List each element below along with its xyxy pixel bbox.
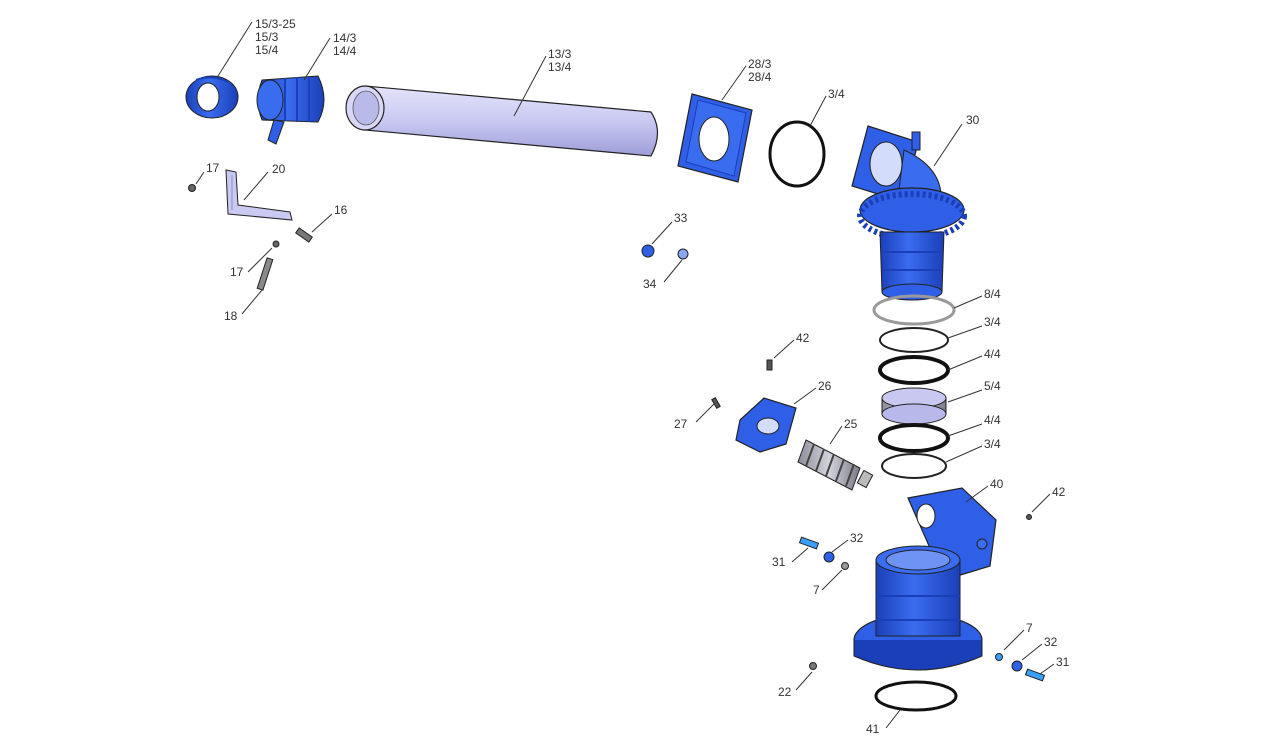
label-26: 26 [818, 379, 832, 393]
part-labels: 15/3-25 15/3 15/4 14/3 14/4 13/3 13/4 28… [206, 17, 1070, 736]
label-13-1: 13/3 [548, 47, 572, 61]
fastener-31-b [1024, 668, 1046, 682]
ring-stack [872, 294, 956, 479]
label-22: 22 [778, 685, 792, 699]
part-14-bellows [256, 75, 325, 145]
label-5-4: 5/4 [984, 379, 1001, 393]
label-30: 30 [966, 113, 980, 127]
label-14-2: 14/4 [333, 44, 357, 58]
label-32-b: 32 [1044, 635, 1058, 649]
label-7-a: 7 [813, 583, 820, 597]
label-20: 20 [272, 162, 286, 176]
label-3-top: 3/4 [828, 87, 845, 101]
fastener-42-a [766, 359, 773, 371]
label-28-2: 28/4 [748, 70, 772, 84]
label-15-2: 15/3 [255, 30, 279, 44]
part-41-oring [874, 680, 958, 712]
label-13-2: 13/4 [548, 60, 572, 74]
label-15-3: 15/4 [255, 43, 279, 57]
label-31-b: 31 [1056, 655, 1070, 669]
label-3-4-a: 3/4 [984, 315, 1001, 329]
part-20-bracket [225, 169, 293, 221]
label-14-1: 14/3 [333, 31, 357, 45]
ring-3-4-b [881, 453, 947, 479]
ring-5-4 [881, 387, 947, 425]
fastener-22 [809, 662, 817, 670]
label-7-b: 7 [1026, 621, 1033, 635]
part-13-tube [345, 85, 659, 157]
label-31-a: 31 [772, 555, 786, 569]
label-16: 16 [334, 203, 348, 217]
ring-4-4-a [878, 355, 950, 385]
label-25: 25 [844, 417, 858, 431]
label-17-b: 17 [230, 265, 244, 279]
part-26-flange [735, 397, 797, 453]
ring-4-4-b [878, 423, 950, 453]
part-3-oring-top [768, 120, 826, 188]
fastener-7-a [841, 562, 849, 570]
label-34: 34 [643, 277, 657, 291]
leader-lines [195, 21, 1055, 729]
fastener-42-b [1026, 514, 1032, 520]
fastener-16 [295, 227, 313, 243]
ring-3-4-a [879, 327, 949, 353]
part-40-housing [853, 487, 997, 671]
label-3-4-b: 3/4 [984, 437, 1001, 451]
fastener-32-a [823, 551, 835, 563]
fastener-18 [256, 257, 274, 291]
label-4-4-a: 4/4 [984, 347, 1001, 361]
label-40: 40 [990, 477, 1004, 491]
part-15-sleeve [185, 75, 239, 119]
label-42-a: 42 [796, 331, 810, 345]
ring-8-4 [872, 294, 956, 326]
fastener-7-b [995, 653, 1003, 661]
label-33: 33 [674, 211, 688, 225]
fastener-17-a [188, 184, 196, 192]
label-27: 27 [674, 417, 688, 431]
fastener-31-a [798, 536, 820, 550]
fastener-32-b [1011, 660, 1023, 672]
fastener-27 [711, 396, 721, 410]
label-42-b: 42 [1052, 485, 1066, 499]
label-17-a: 17 [206, 161, 220, 175]
fastener-33 [641, 244, 655, 258]
label-32-a: 32 [850, 531, 864, 545]
label-28-1: 28/3 [748, 57, 772, 71]
fastener-34 [677, 248, 689, 260]
label-15-1: 15/3-25 [255, 17, 296, 31]
label-4-4-b: 4/4 [984, 413, 1001, 427]
part-28-flange [677, 93, 753, 183]
fastener-17-b [272, 240, 280, 248]
part-25-worm [797, 439, 874, 491]
label-8-4: 8/4 [984, 287, 1001, 301]
part-30-elbow [851, 125, 967, 301]
label-18: 18 [224, 309, 238, 323]
label-41: 41 [866, 722, 880, 736]
